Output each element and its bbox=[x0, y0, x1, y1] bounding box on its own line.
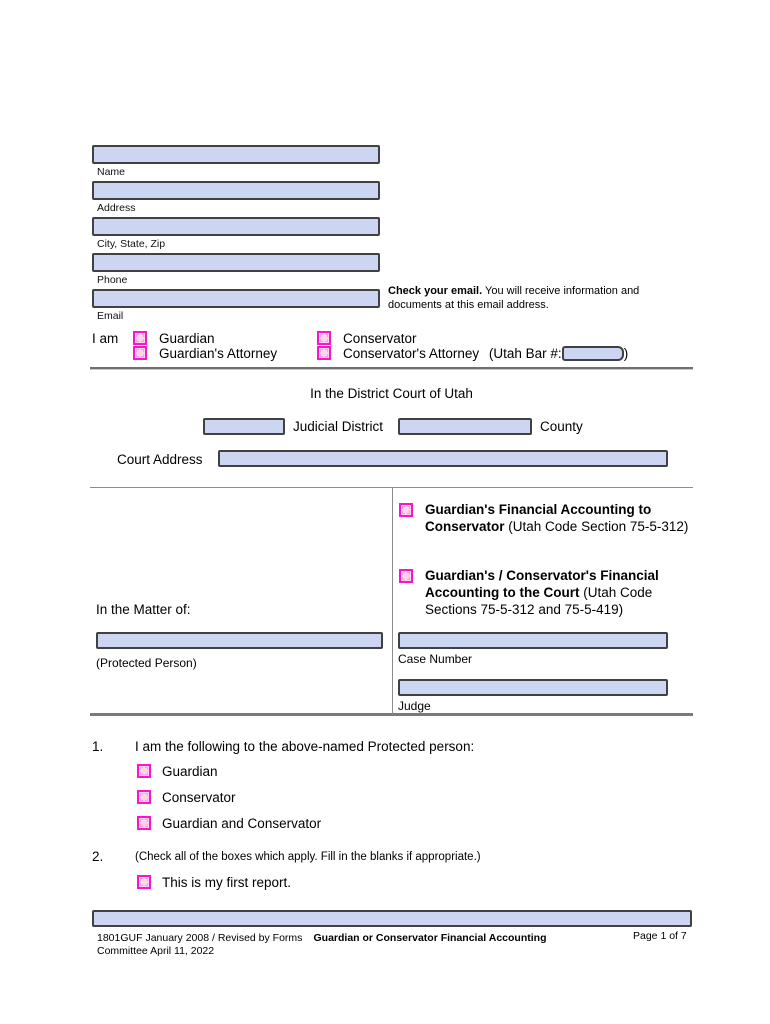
checkbox-s1-guardian-and-conservator[interactable] bbox=[137, 816, 151, 830]
checkbox-s1-guardian[interactable] bbox=[137, 764, 151, 778]
case-option-2-title: Guardian's / Conservator's Financial Acc… bbox=[425, 568, 659, 600]
name-input[interactable] bbox=[92, 145, 380, 164]
case-number-label: Case Number bbox=[398, 652, 473, 666]
section-divider bbox=[90, 367, 693, 370]
email-notice: Check your email. You will receive infor… bbox=[388, 284, 664, 312]
s1-option-conservator: Conservator bbox=[162, 790, 236, 805]
checkbox-guardian-role[interactable] bbox=[133, 331, 147, 345]
phone-input[interactable] bbox=[92, 253, 380, 272]
footer-title: Guardian or Conservator Financial Accoun… bbox=[313, 932, 547, 944]
city-state-zip-label: City, State, Zip bbox=[97, 238, 166, 250]
section2-text: (Check all of the boxes which apply. Fil… bbox=[135, 851, 481, 863]
court-address-label: Court Address bbox=[117, 452, 203, 467]
case-number-input[interactable] bbox=[398, 632, 668, 649]
judge-label: Judge bbox=[398, 699, 431, 713]
case-option-1: Guardian's Financial Accounting to Conse… bbox=[425, 501, 693, 535]
s1-option-guardian-and-conservator: Guardian and Conservator bbox=[162, 816, 322, 831]
section1-text: I am the following to the above-named Pr… bbox=[135, 739, 475, 754]
email-input[interactable] bbox=[92, 289, 380, 308]
county-input[interactable] bbox=[398, 418, 532, 435]
utah-bar-label: (Utah Bar #: bbox=[488, 346, 562, 361]
email-notice-bold: Check your email. bbox=[388, 285, 483, 297]
case-option-2: Guardian's / Conservator's Financial Acc… bbox=[425, 567, 693, 618]
i-am-option-conservators-attorney: Conservator's Attorney bbox=[343, 346, 480, 361]
conservators-attorney-row: Conservator's Attorney (Utah Bar #:) bbox=[343, 346, 628, 361]
judicial-district-label: Judicial District bbox=[293, 419, 384, 434]
caption-table bbox=[90, 487, 693, 716]
court-title: In the District Court of Utah bbox=[310, 386, 473, 401]
protected-person-input[interactable] bbox=[96, 632, 383, 649]
checkbox-first-report[interactable] bbox=[137, 875, 151, 889]
checkbox-conservator-role[interactable] bbox=[317, 331, 331, 345]
utah-bar-suffix: ) bbox=[623, 346, 629, 361]
address-label: Address bbox=[97, 202, 136, 214]
checkbox-guardians-attorney-role[interactable] bbox=[133, 346, 147, 360]
city-state-zip-input[interactable] bbox=[92, 217, 380, 236]
utah-bar-input[interactable] bbox=[561, 346, 624, 361]
judicial-district-input[interactable] bbox=[203, 418, 285, 435]
checkbox-conservators-attorney-role[interactable] bbox=[317, 346, 331, 360]
checkbox-accounting-to-court[interactable] bbox=[399, 569, 413, 583]
email-notice-rest: You will receive information and documen… bbox=[388, 285, 640, 311]
court-address-input[interactable] bbox=[218, 450, 668, 467]
name-label: Name bbox=[97, 166, 126, 178]
checkbox-s1-conservator[interactable] bbox=[137, 790, 151, 804]
phone-label: Phone bbox=[97, 274, 128, 286]
footer-left-line1: 1801GUF January 2008 / Revised by Forms bbox=[97, 932, 303, 944]
address-input[interactable] bbox=[92, 181, 380, 200]
i-am-option-conservator: Conservator bbox=[343, 331, 417, 346]
footer-page-number: Page 1 of 7 bbox=[633, 930, 687, 942]
section1-number: 1. bbox=[92, 739, 104, 754]
county-label: County bbox=[540, 419, 583, 434]
section2-number: 2. bbox=[92, 849, 104, 864]
bottom-fill-input[interactable] bbox=[92, 910, 692, 927]
caption-table-divider bbox=[392, 488, 393, 714]
case-option-1-title: Guardian's Financial Accounting to Conse… bbox=[425, 502, 652, 534]
judge-input[interactable] bbox=[398, 679, 668, 696]
footer-left: 1801GUF January 2008 / Revised by Forms … bbox=[97, 932, 347, 958]
case-option-2-code: (Utah Code Sections 75-5-312 and 75-5-41… bbox=[425, 585, 653, 617]
i-am-option-guardians-attorney: Guardian's Attorney bbox=[159, 346, 278, 361]
footer-left-line2: Committee April 11, 2022 bbox=[97, 945, 215, 957]
i-am-label: I am bbox=[92, 331, 119, 346]
s2-option-first-report: This is my first report. bbox=[162, 875, 292, 890]
checkbox-accounting-to-conservator[interactable] bbox=[399, 503, 413, 517]
s1-option-guardian: Guardian bbox=[162, 764, 218, 779]
protected-person-label: (Protected Person) bbox=[96, 656, 197, 670]
i-am-option-guardian: Guardian bbox=[159, 331, 215, 346]
case-option-1-code: (Utah Code Section 75-5-312) bbox=[504, 519, 689, 534]
matter-label: In the Matter of: bbox=[96, 602, 191, 617]
email-label: Email bbox=[97, 310, 124, 322]
